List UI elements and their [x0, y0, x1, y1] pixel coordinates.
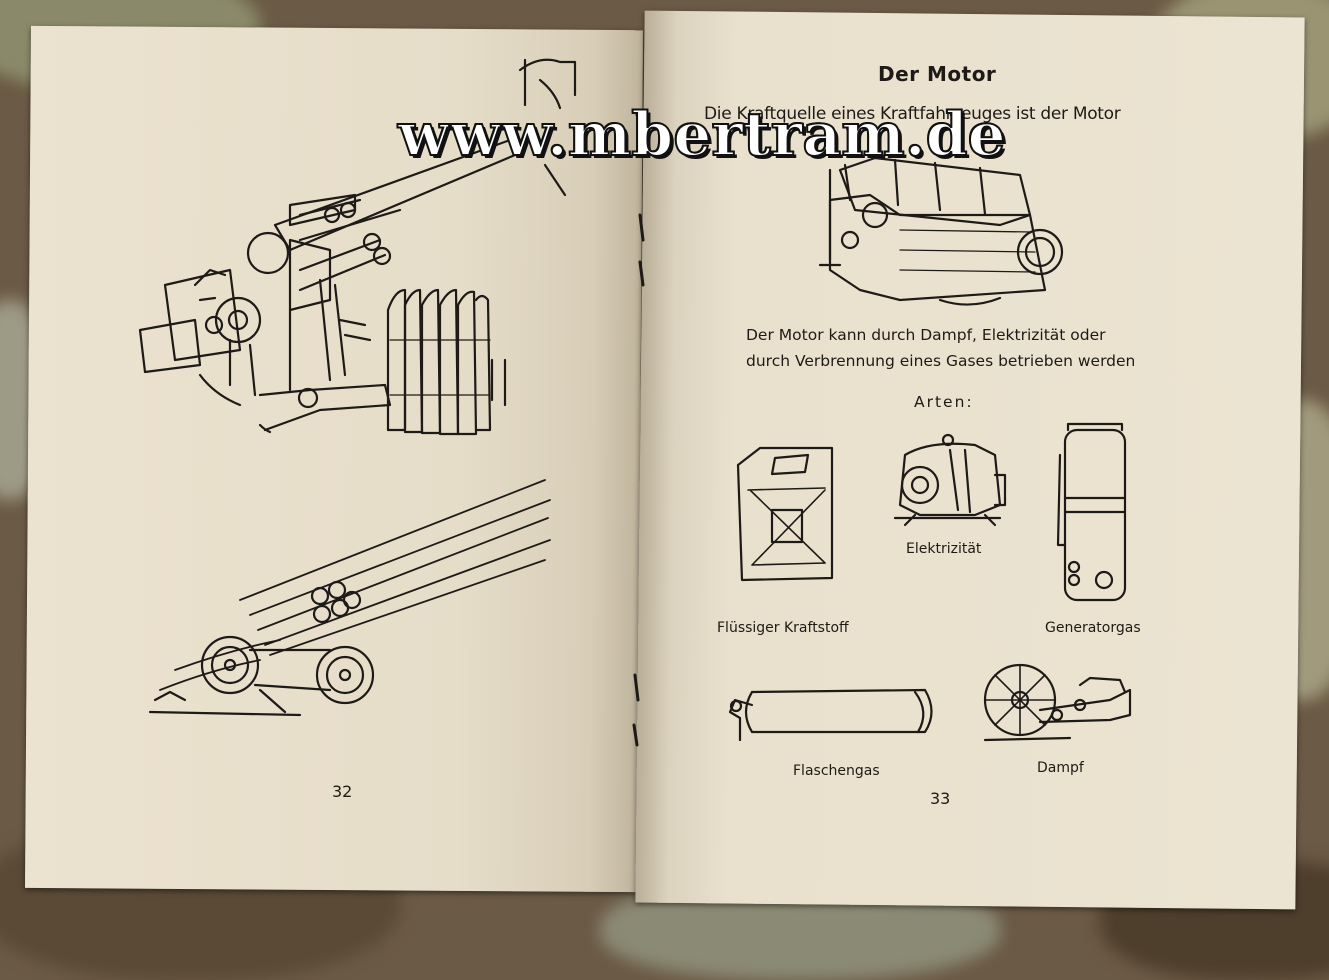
page-title: Der Motor	[878, 62, 997, 86]
jerrycan-illustration	[736, 446, 834, 582]
steam-engine-illustration	[983, 663, 1132, 742]
label-electricity: Elektrizität	[906, 541, 982, 557]
description-line-2: durch Verbrennung eines Gases betrieben …	[746, 352, 1136, 370]
illustrations	[138, 58, 1132, 747]
types-heading: Arten:	[914, 393, 974, 411]
label-liquid-fuel: Flüssiger Kraftstoff	[717, 620, 849, 636]
open-booklet: Der Motor Die Kraftquelle eines Kraftfah…	[24, 10, 1305, 910]
engine-illustration	[818, 156, 1064, 306]
watermark-text: www.mbertram.de	[397, 99, 1007, 171]
artillery-shells-illustration	[386, 288, 507, 436]
electric-motor-illustration	[893, 433, 1007, 527]
label-steam: Dampf	[1037, 760, 1084, 776]
description-line-1: Der Motor kann durch Dampf, Elektrizität…	[746, 326, 1106, 344]
gas-generator-illustration	[1056, 422, 1127, 602]
rocket-launcher-illustration	[148, 479, 551, 717]
anti-aircraft-gun-illustration	[138, 58, 577, 434]
label-bottled-gas: Flaschengas	[793, 763, 880, 779]
intro-sentence: Die Kraftquelle eines Kraftfahrzeuges is…	[704, 104, 1121, 124]
page-number-right: 33	[930, 789, 951, 808]
page-number-left: 32	[332, 782, 353, 801]
binding-staples	[632, 213, 645, 747]
label-generator-gas: Generatorgas	[1045, 620, 1141, 636]
gas-bottle-illustration	[728, 688, 933, 742]
